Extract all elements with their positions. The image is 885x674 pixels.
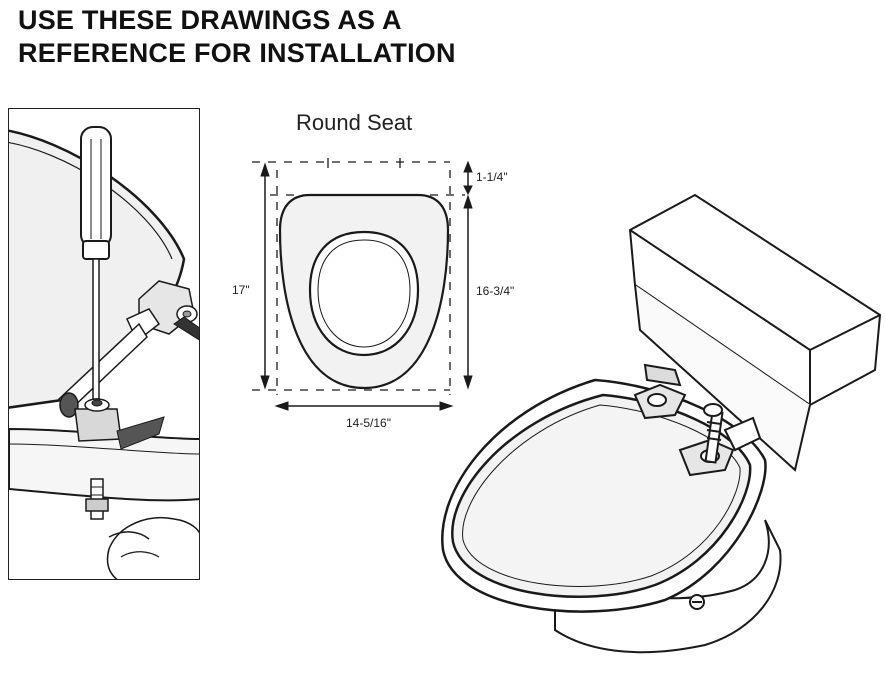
hinge-installation-illustration: [8, 108, 200, 580]
width-label: 14-5/16": [346, 416, 391, 430]
screwdriver-illustration: [9, 126, 199, 579]
hinge-offset-label: 1-1/4": [476, 170, 508, 184]
instruction-heading: USE THESE DRAWINGS AS A REFERENCE FOR IN…: [18, 4, 456, 70]
seat-dimension-diagram: [252, 158, 473, 411]
overall-length-label: 17": [232, 283, 250, 297]
front-to-hinge-label: 16-3/4": [476, 284, 515, 298]
toilet-illustration: [441, 193, 882, 654]
heading-line-2: REFERENCE FOR INSTALLATION: [18, 38, 456, 68]
heading-line-1: USE THESE DRAWINGS AS A: [18, 5, 402, 35]
seat-diagram-title: Round Seat: [296, 110, 413, 135]
